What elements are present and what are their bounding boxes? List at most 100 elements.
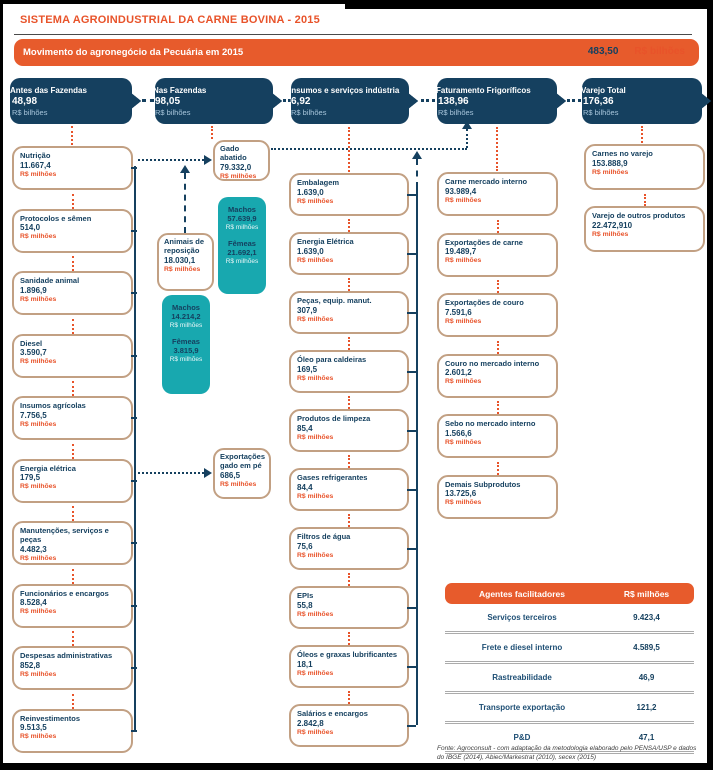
cost-box: Filtros de água 75,6 R$ milhões (289, 514, 416, 570)
cost-value: 179,5 (20, 473, 41, 483)
cost-value: 514,0 (20, 223, 41, 233)
cost-title: Carnes no varejo (592, 149, 653, 158)
cost-unit: R$ milhões (20, 670, 57, 678)
banner-value: 483,50 (587, 46, 619, 58)
arrowhead-gado-abatido (204, 155, 212, 165)
cost-value: 7.591,6 (445, 307, 472, 317)
frame-right (707, 0, 713, 770)
cost-title: EPIs (297, 591, 314, 600)
cost-box: Insumos agrícolas 7.756,5 R$ milhões (12, 381, 137, 440)
row-value: 9.423,4 (633, 613, 660, 622)
stage-header-box: Varejo Total 176,36 R$ bilhões (581, 78, 703, 124)
frame-left (0, 0, 3, 770)
cost-unit: R$ milhões (20, 420, 57, 428)
stage-header-box: Nas Fazendas 98,05 R$ bilhões (153, 78, 275, 124)
cost-title: Carne mercado interno (445, 177, 528, 186)
row-label: Serviços terceiros (487, 613, 557, 622)
stage-header-box: Antes das Fazendas 48,98 R$ bilhões (10, 78, 132, 124)
row-label: P&D (513, 733, 531, 742)
cost-title: Nutrição (20, 151, 51, 160)
cost-box: Energia Elétrica 1.639,0 R$ milhões (289, 219, 416, 275)
collector-line-insumos (416, 188, 418, 725)
cost-title: Energia Elétrica (297, 237, 354, 246)
column-antes-fazendas: Nutrição 11.667,4 R$ milhões Protocolos … (12, 146, 137, 753)
cost-unit: R$ milhões (20, 483, 57, 491)
cost-box: Sebo no mercado interno 1.566,6 R$ milhõ… (437, 401, 558, 458)
table-row: Frete e diesel interno 4.589,5 (445, 634, 694, 664)
row-value: 47,1 (638, 733, 655, 742)
femeas-group: Fêmeas 3.815,9 R$ milhões (162, 337, 210, 364)
dropline-varejo (641, 126, 643, 143)
group-unit: R$ milhões (225, 257, 259, 265)
cost-box: Óleos e graxas lubrificantes 18,1 R$ mil… (289, 632, 416, 688)
cost-box: Funcionários e encargos 8.528,4 R$ milhõ… (12, 568, 137, 628)
header-connector (421, 99, 435, 102)
page-title: SISTEMA AGROINDUSTRIAL DA CARNE BOVINA -… (20, 14, 320, 26)
cost-box: Demais Subprodutos 13.725,6 R$ milhões (437, 461, 558, 519)
cost-title: Reinvestimentos (20, 713, 81, 723)
cost-unit: R$ milhões (164, 265, 201, 273)
cost-value: 2.601,2 (445, 368, 472, 378)
stage-header-box: Faturamento Frigoríficos 138,96 R$ bilhõ… (436, 78, 558, 124)
stage-title: Faturamento Frigoríficos (436, 86, 558, 96)
stage-title: Varejo Total (581, 86, 703, 96)
group-label: Machos (228, 205, 256, 214)
chain-stage-headers: Antes das Fazendas 48,98 R$ bilhões Nas … (0, 78, 713, 124)
row-value: 121,2 (636, 703, 657, 712)
row-label: Transporte exportação (478, 703, 566, 712)
cost-box: Produtos de limpeza 85,4 R$ milhões (289, 396, 416, 452)
cost-unit: R$ milhões (445, 499, 482, 507)
collector-line-antes (134, 166, 136, 731)
line-up-frigorificos (466, 129, 468, 148)
gado-abatido-box: Gado abatido 79.332,0 R$ milhões (213, 140, 270, 181)
header-connector (142, 99, 154, 102)
cost-box: Reinvestimentos 9.513,5 R$ milhões (12, 693, 137, 753)
cost-title: Exportações gado em pé (220, 452, 266, 470)
cost-unit: R$ milhões (297, 492, 334, 500)
stage-value: 48,98 (12, 96, 130, 108)
cost-unit: R$ milhões (20, 233, 57, 241)
exportacoes-gado-box: Exportações gado em pé 686,5 R$ milhões (213, 448, 271, 499)
cost-title: Embalagem (297, 178, 340, 187)
cost-box: Carnes no varejo 153.888,9 R$ milhões (584, 144, 705, 190)
group-value: 3.815,9 (173, 346, 199, 356)
cost-box: Óleo para caldeiras 169,5 R$ milhões (289, 337, 416, 393)
cost-value: 93.989,4 (445, 186, 477, 196)
cost-value: 22.472,910 (592, 220, 633, 230)
cost-value: 307,9 (297, 305, 318, 315)
cost-unit: R$ milhões (220, 480, 257, 488)
cost-unit: R$ milhões (297, 433, 334, 441)
stage-title: Nas Fazendas (153, 86, 275, 96)
cost-value: 18.030,1 (164, 255, 196, 265)
cost-value: 1.639,0 (297, 187, 324, 197)
cost-value: 2.842,8 (297, 718, 324, 728)
table-body: Serviços terceiros 9.423,4 Frete e diese… (445, 604, 694, 754)
cost-title: Despesas administrativas (20, 651, 113, 660)
cost-unit: R$ milhões (297, 669, 334, 677)
arrowhead-animais (180, 165, 190, 173)
cost-value: 84,4 (297, 482, 313, 492)
cost-value: 18,1 (297, 659, 313, 669)
cost-value: 13.725,6 (445, 489, 477, 499)
group-unit: R$ milhões (169, 321, 203, 329)
cost-value: 9.513,5 (20, 723, 47, 733)
row-label: Frete e diesel interno (481, 643, 563, 652)
cost-unit: R$ milhões (20, 608, 57, 616)
cost-unit: R$ milhões (297, 728, 334, 736)
cost-value: 7.756,5 (20, 410, 47, 420)
cost-box: Despesas administrativas 852,8 R$ milhõe… (12, 631, 137, 690)
stage-unit: R$ bilhões (291, 108, 409, 117)
stage-unit: R$ bilhões (12, 108, 130, 117)
cost-value: 75,6 (297, 541, 313, 551)
cost-title: Diesel (20, 338, 43, 348)
cost-value: 852,8 (20, 660, 41, 670)
dropline-fazendas (211, 126, 213, 139)
cost-title: Funcionários e encargos (20, 588, 109, 598)
line-gado-to-frigorificos (271, 148, 467, 150)
stage-unit: R$ bilhões (438, 108, 556, 117)
cost-value: 169,5 (297, 364, 318, 374)
cost-value: 11.667,4 (20, 160, 51, 170)
cost-unit: R$ milhões (20, 170, 57, 178)
cost-value: 3.590,7 (20, 348, 47, 358)
